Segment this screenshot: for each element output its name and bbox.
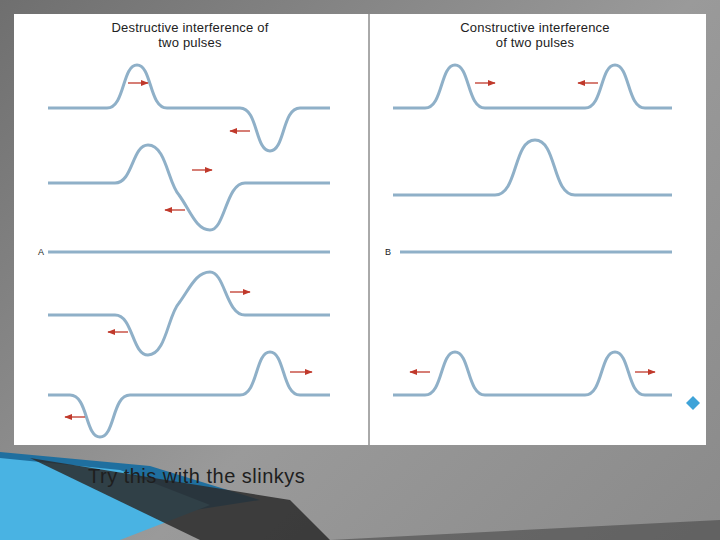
slide-diamond (686, 396, 700, 410)
panel-heading: Constructive interference of two pulses (455, 20, 615, 50)
slide-swoosh (0, 452, 720, 540)
panel-letter: A (38, 247, 44, 257)
divider-line (369, 14, 370, 445)
panel-heading: Destructive interference of two pulses (110, 20, 270, 50)
motion-arrows (65, 83, 655, 417)
white-panel (14, 14, 706, 445)
wave-pulses (48, 65, 672, 437)
slide-caption: Try this with the slinkys (88, 464, 305, 488)
panel-letter: B (385, 247, 391, 257)
